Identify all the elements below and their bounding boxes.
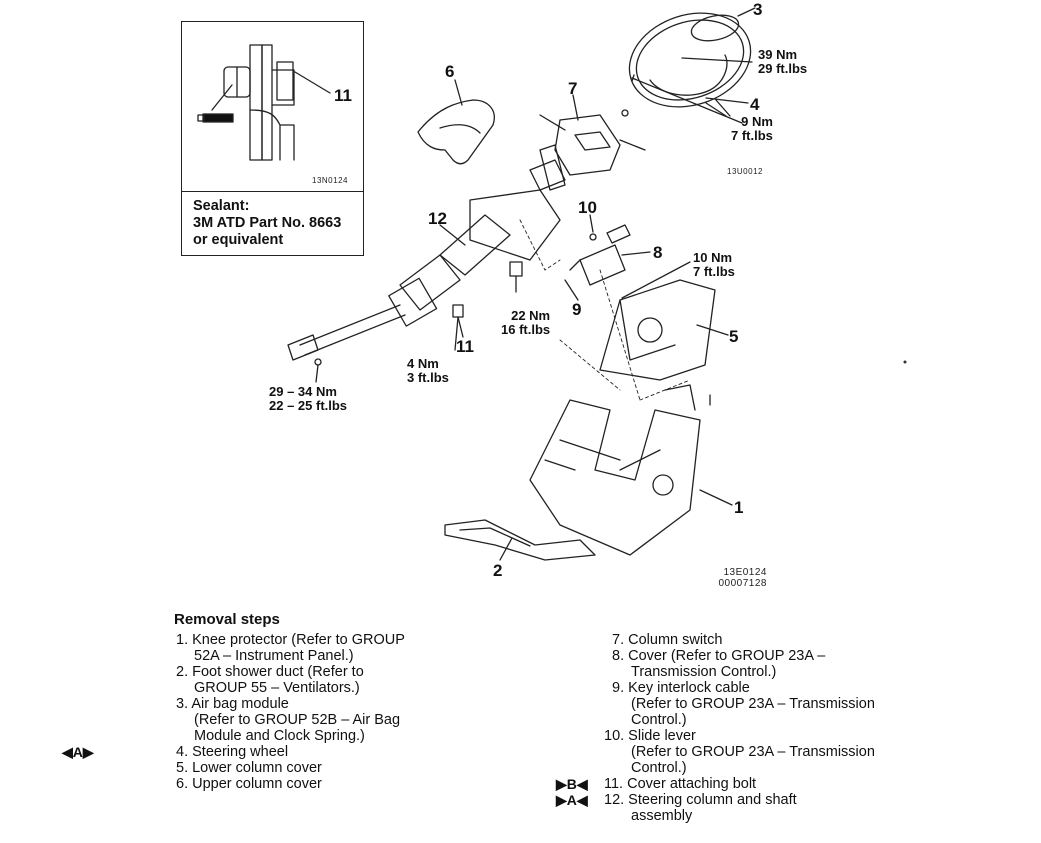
- stray-mark: [903, 360, 907, 364]
- removal-step-9: 9. Key interlock cable (Refer to GROUP 2…: [612, 680, 875, 728]
- leader-cover-bolt: [621, 261, 691, 299]
- leader-joint-bolt: [315, 364, 319, 383]
- callout-11: 11: [456, 337, 474, 356]
- marker-b: ▶B◀: [556, 776, 588, 792]
- leader-5: [696, 324, 729, 336]
- sealant-line: Sealant:: [193, 198, 250, 214]
- torque-wheel-bolt: 9 Nm 7 ft.lbs: [731, 114, 773, 143]
- leader-1: [699, 489, 733, 506]
- removal-step-6: 6. Upper column cover: [176, 776, 322, 792]
- removal-step-4: 4. Steering wheel: [176, 744, 289, 760]
- callout-8: 8: [653, 243, 663, 262]
- torque-column-bolt: 22 Nm 16 ft.lbs: [501, 308, 551, 337]
- removal-step-10: 10. Slide lever (Refer to GROUP 23A – Tr…: [604, 728, 875, 776]
- leader-9: [564, 279, 579, 301]
- torque-joint-bolt: 29 – 34 Nm 22 – 25 ft.lbs: [269, 384, 348, 413]
- leader-8: [621, 251, 651, 256]
- foot-shower-duct-drawing: [444, 519, 596, 561]
- main-figure-code: 13E0124 00007128: [718, 567, 767, 589]
- sealant-line: or equivalent: [193, 232, 284, 248]
- inset-bolt-detail: [211, 44, 295, 161]
- leader-7: [572, 94, 579, 121]
- torque-attach-bolt: 4 Nm 3 ft.lbs: [407, 356, 449, 385]
- inset-leader-line: [294, 71, 331, 94]
- callout-9: 9: [572, 300, 582, 319]
- removal-step-3: 3. Air bag module (Refer to GROUP 52B – …: [176, 696, 401, 744]
- callout-7: 7: [568, 79, 578, 98]
- leader-wheel-bolt: [705, 99, 731, 117]
- lower-column-cover-drawing: [599, 279, 716, 411]
- removal-step-11: 11. Cover attaching bolt: [604, 776, 757, 792]
- knee-protector-drawing: [529, 399, 701, 556]
- torque-cover-bolt: 10 Nm 7 ft.lbs: [693, 250, 735, 279]
- leader-10: [589, 214, 594, 233]
- callout-2: 2: [493, 561, 503, 580]
- wheel-figure-code: 13U0012: [727, 167, 763, 176]
- callout-5: 5: [729, 327, 739, 346]
- callout-1: 1: [734, 498, 744, 517]
- sealant-note: Sealant: 3M ATD Part No. 8663 or equival…: [193, 198, 363, 249]
- column-bolt-drawing: [509, 261, 523, 293]
- leader-2: [499, 537, 513, 561]
- marker-a-left: ◀A▶: [62, 744, 94, 760]
- upper-column-cover-drawing: [417, 99, 495, 165]
- steering-column-drawing: [287, 144, 566, 366]
- inset-divider: [181, 191, 364, 192]
- marker-a-right: ▶A◀: [556, 792, 588, 808]
- removal-step-1: 1. Knee protector (Refer to GROUP 52A – …: [176, 632, 405, 664]
- torque-wheel-nut: 39 Nm 29 ft.lbs: [758, 47, 808, 76]
- callout-3: 3: [753, 0, 763, 19]
- removal-step-8: 8. Cover (Refer to GROUP 23A – Transmiss…: [612, 648, 826, 680]
- leader-6: [454, 79, 463, 106]
- leader-4: [705, 97, 749, 104]
- removal-step-2: 2. Foot shower duct (Refer to GROUP 55 –…: [176, 664, 364, 696]
- callout-4: 4: [750, 95, 760, 114]
- removal-step-7: 7. Column switch: [612, 632, 723, 648]
- removal-step-12: 12. Steering column and shaft assembly: [604, 792, 797, 824]
- inset-callout-11: 11: [334, 86, 352, 105]
- callout-10: 10: [578, 198, 597, 217]
- removal-steps-title: Removal steps: [174, 611, 280, 628]
- sealant-tube-icon: [197, 113, 234, 123]
- sealant-inset-box: [181, 21, 364, 256]
- cover-drawing: [569, 244, 626, 286]
- slide-lever-drawing: [589, 224, 631, 244]
- callout-6: 6: [445, 62, 455, 81]
- leader-attach-bolt: [454, 316, 459, 351]
- leader-12: [439, 224, 466, 246]
- callout-12: 12: [428, 209, 447, 228]
- leader-wheel-nut: [681, 57, 753, 63]
- sealant-line: 3M ATD Part No. 8663: [193, 215, 342, 231]
- leader-3: [737, 7, 756, 17]
- assembly-guide-lines: [519, 219, 691, 401]
- inset-figure-code: 13N0124: [312, 176, 348, 185]
- steering-wheel-drawing: [628, 12, 752, 124]
- removal-step-5: 5. Lower column cover: [176, 760, 322, 776]
- column-switch-drawing: [539, 109, 646, 176]
